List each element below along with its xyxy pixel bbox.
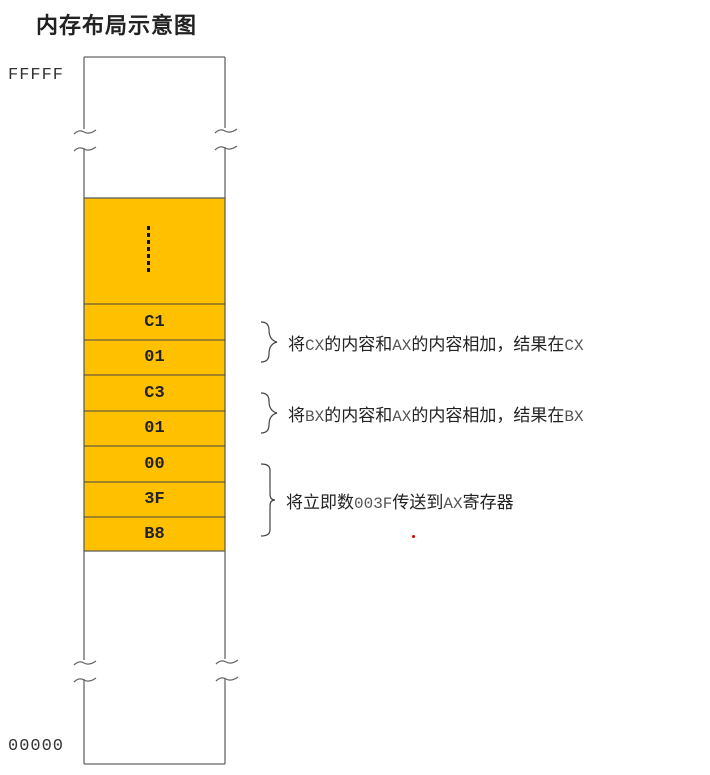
memory-cell: B8 (144, 524, 165, 544)
brace-bx (260, 392, 278, 434)
diagram-title: 内存布局示意图 (36, 13, 198, 39)
address-low-label: 00000 (8, 737, 65, 756)
memory-cell: C1 (144, 312, 165, 332)
memory-cell: 01 (144, 348, 165, 367)
cursor-dot (412, 535, 415, 538)
ellipsis-icon (147, 226, 153, 272)
memory-cell: 3F (144, 490, 165, 509)
annotation-add-bx: 将BX的内容和AX的内容相加，结果在BX (288, 406, 584, 426)
memory-cell: 01 (144, 419, 165, 438)
address-high-label: FFFFF (8, 66, 65, 85)
brace-cx (260, 321, 278, 363)
memory-cell: C3 (144, 383, 165, 403)
brace-ax (260, 463, 276, 537)
annotation-add-cx: 将CX的内容和AX的内容相加，结果在CX (288, 335, 584, 355)
memory-cell: 00 (144, 454, 165, 474)
annotation-mov-ax: 将立即数003F传送到AX寄存器 (286, 493, 514, 513)
